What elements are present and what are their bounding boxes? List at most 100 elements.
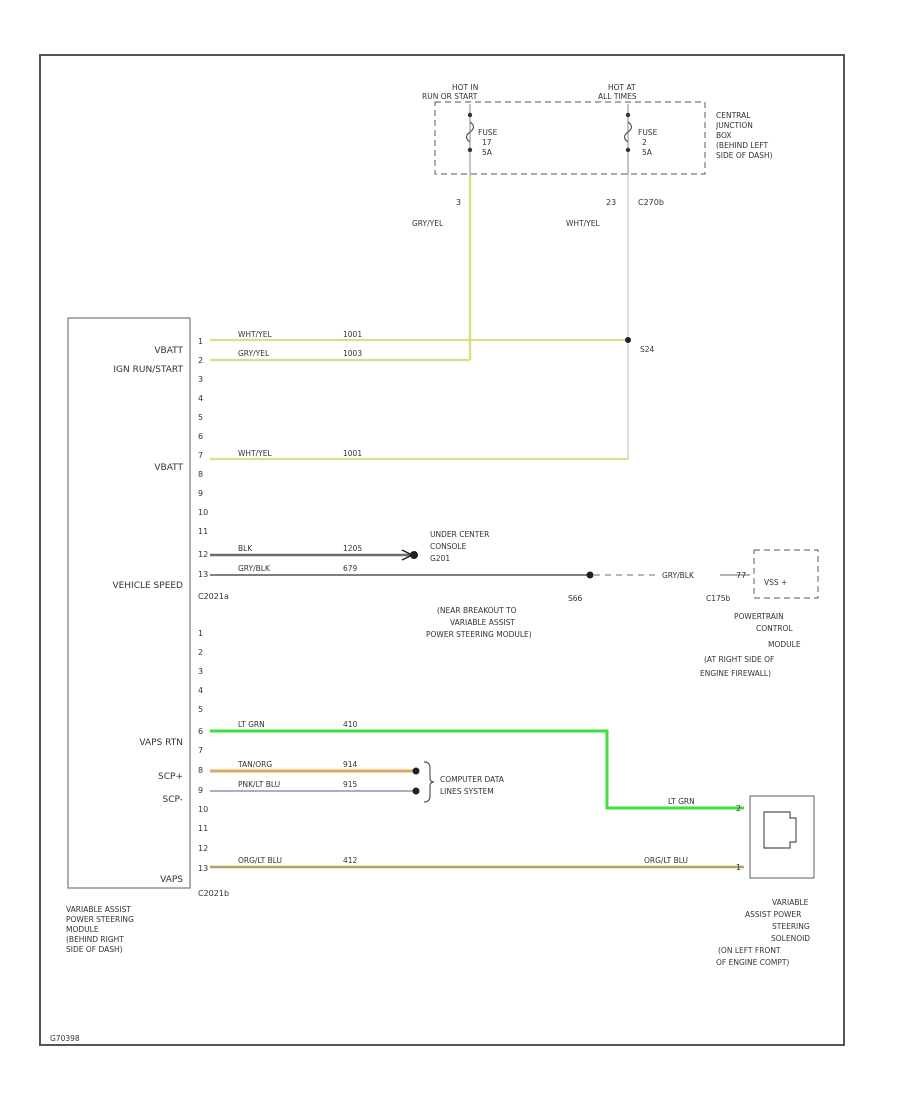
pcm-desc-2: CONTROL xyxy=(756,624,793,633)
solenoid-desc-4: SOLENOID xyxy=(771,934,810,943)
junction-desc-4: (BEHIND LEFT xyxy=(716,141,769,150)
computer-data-bracket xyxy=(423,761,435,803)
solenoid-pin-1: 1 xyxy=(736,863,741,872)
s66-desc-2: VARIABLE ASSIST xyxy=(450,618,515,627)
junction-pin-23: 23 xyxy=(606,198,616,207)
pcm-desc-1: POWERTRAIN xyxy=(734,612,784,621)
junction-desc-3: BOX xyxy=(716,131,732,140)
connector-c2021a-pins: 1 2 3 4 5 6 7 8 9 10 11 12 13 C2021a xyxy=(198,337,229,601)
solenoid-desc-5: (ON LEFT FRONT xyxy=(718,946,781,955)
wire-lt-grn-410 xyxy=(210,729,744,810)
pin-label-scp-minus: SCP- xyxy=(163,795,183,805)
pin-b-2: 2 xyxy=(198,648,203,657)
connector-c2021b-pins: 1 2 3 4 5 6 7 8 9 10 11 12 13 C2021b xyxy=(198,629,229,898)
pin-b-8: 8 xyxy=(198,766,203,775)
vaps-module: VBATT IGN RUN/START VBATT VEHICLE SPEED … xyxy=(66,317,191,954)
diagram-id: G70398 xyxy=(50,1034,80,1043)
pcm-box xyxy=(753,549,819,599)
pin-a-3: 3 xyxy=(198,375,203,384)
pcm-inner-label: VSS + xyxy=(764,578,787,587)
pin-a-10: 10 xyxy=(198,508,208,517)
pin-a-7: 7 xyxy=(198,451,203,460)
pin-b-4: 4 xyxy=(198,686,203,695)
splice-s66-dot xyxy=(586,571,594,579)
wire-org-blu-end-label: ORG/LT BLU xyxy=(644,856,688,865)
ground-desc-2: CONSOLE xyxy=(430,542,467,551)
junction-connector-c270b: C270b xyxy=(638,198,664,207)
wire-wht-yel-1001-b-circuit: 1001 xyxy=(343,449,362,458)
pin-b-5: 5 xyxy=(198,705,203,714)
scp-plus-dot xyxy=(412,767,420,775)
pcm-desc-5: ENGINE FIREWALL) xyxy=(700,669,771,678)
solenoid-desc-6: OF ENGINE COMPT) xyxy=(716,958,789,967)
pin-b-1: 1 xyxy=(198,629,203,638)
junction-pin-3: 3 xyxy=(456,198,461,207)
hot-run-label: HOT IN xyxy=(452,83,478,92)
splice-s66-label: S66 xyxy=(568,594,583,603)
pin-label-scp-plus: SCP+ xyxy=(158,772,183,782)
pcm-desc-3: MODULE xyxy=(768,640,801,649)
central-junction-box: HOT IN RUN OR START HOT AT ALL TIMES FUS… xyxy=(422,83,773,207)
wire-tan-org-914-circuit: 914 xyxy=(343,760,358,769)
solenoid-desc-3: STEERING xyxy=(772,922,810,931)
wire-wht-yel-1001-b-color: WHT/YEL xyxy=(238,449,272,458)
scp-minus-dot xyxy=(412,787,420,795)
pin-label-vbatt-2: VBATT xyxy=(154,463,183,473)
pin-a-4: 4 xyxy=(198,394,203,403)
fuse-2: FUSE 2 5A xyxy=(623,104,658,175)
solenoid-desc-2: ASSIST POWER xyxy=(745,910,801,919)
junction-box-outline xyxy=(434,101,706,175)
s66-desc-3: POWER STEERING MODULE) xyxy=(426,630,532,639)
fuse-2-amp: 5A xyxy=(642,148,653,157)
ground-arrow xyxy=(401,549,414,561)
fuse-17-label: FUSE xyxy=(478,128,498,137)
powertrain-control-module: 77 VSS + C175b POWERTRAIN CONTROL MODULE… xyxy=(700,549,819,678)
solenoid-pin-2: 2 xyxy=(736,804,741,813)
wire-gry-yel-1003-circuit: 1003 xyxy=(343,349,362,358)
wire-wht-yel-1001-color: WHT/YEL xyxy=(238,330,272,339)
pin-a-9: 9 xyxy=(198,489,203,498)
hot-all-label: HOT AT xyxy=(608,83,636,92)
pin-label-vaps-rtn: VAPS RTN xyxy=(139,738,183,748)
pin-label-vehicle-speed: VEHICLE SPEED xyxy=(112,581,183,591)
solenoid-connector-icon xyxy=(763,811,797,849)
fuse-2-number: 2 xyxy=(642,138,647,147)
pin-b-3: 3 xyxy=(198,667,203,676)
vaps-module-box xyxy=(67,317,191,889)
wire-blk-1205-circuit: 1205 xyxy=(343,544,362,553)
module-desc-2: POWER STEERING xyxy=(66,915,134,924)
pin-label-ign-run-start: IGN RUN/START xyxy=(113,365,183,375)
pcm-connector-c175b: C175b xyxy=(706,594,731,603)
pin-b-7: 7 xyxy=(198,746,203,755)
pin-b-11: 11 xyxy=(198,824,208,833)
junction-desc-2: JUNCTION xyxy=(715,121,753,130)
module-desc-4: (BEHIND RIGHT xyxy=(66,935,124,944)
wire-lt-grn-end-label: LT GRN xyxy=(668,797,695,806)
pin-a-5: 5 xyxy=(198,413,203,422)
solenoid-box xyxy=(749,795,815,879)
junction-desc-5: SIDE OF DASH) xyxy=(716,151,773,160)
wire-lt-grn-410-circuit: 410 xyxy=(343,720,358,729)
ground-desc-1: UNDER CENTER xyxy=(430,530,489,539)
fuse-2-label: FUSE xyxy=(638,128,658,137)
wire-org-blu-412-circuit: 412 xyxy=(343,856,358,865)
pin-label-vbatt: VBATT xyxy=(154,346,183,356)
wire-gry-yel-1003-color: GRY/YEL xyxy=(238,349,270,358)
wire-gry-blk-679-color: GRY/BLK xyxy=(238,564,271,573)
pin-b-9: 9 xyxy=(198,786,203,795)
connector-c2021a: C2021a xyxy=(198,592,229,601)
connector-c2021b: C2021b xyxy=(198,889,229,898)
s66-desc-1: (NEAR BREAKOUT TO xyxy=(437,606,517,615)
pin-a-6: 6 xyxy=(198,432,203,441)
pin-label-vaps: VAPS xyxy=(160,875,183,885)
fuse-17-amp: 5A xyxy=(482,148,493,157)
junction-desc-1: CENTRAL xyxy=(716,111,751,120)
pin-a-8: 8 xyxy=(198,470,203,479)
pin-a-2: 2 xyxy=(198,356,203,365)
hot-all-sub-label: ALL TIMES xyxy=(598,92,637,101)
computer-data-label-1: COMPUTER DATA xyxy=(440,775,505,784)
wire-pnk-blu-915-circuit: 915 xyxy=(343,780,358,789)
wire-wht-yel-feed-label: WHT/YEL xyxy=(566,219,600,228)
pin-b-13: 13 xyxy=(198,864,208,873)
pin-b-10: 10 xyxy=(198,805,208,814)
